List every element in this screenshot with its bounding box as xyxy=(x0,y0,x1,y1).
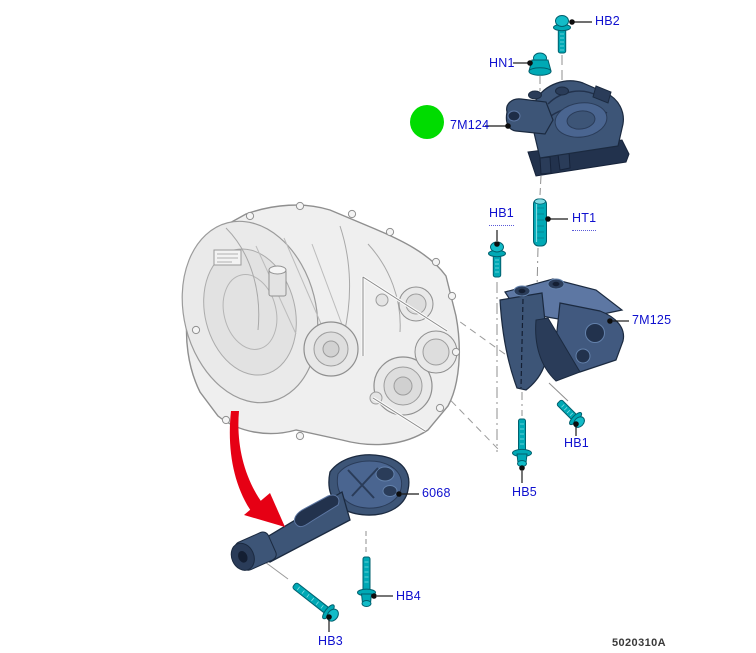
label-hb2[interactable]: HB2 xyxy=(595,14,620,28)
label-6068[interactable]: 6068 xyxy=(422,486,451,500)
figure-code: 5020310A xyxy=(612,637,666,649)
label-hb5[interactable]: HB5 xyxy=(512,485,537,499)
label-hb1-lower[interactable]: HB1 xyxy=(564,436,589,450)
bolt-hb1-upper[interactable] xyxy=(488,241,506,278)
part-mount-bracket-7m125[interactable] xyxy=(499,278,625,391)
label-hb3[interactable]: HB3 xyxy=(318,634,343,648)
label-hb4[interactable]: HB4 xyxy=(396,589,421,603)
label-hb1-upper[interactable]: HB1 xyxy=(489,207,514,226)
highlight-circle[interactable] xyxy=(410,105,444,139)
red-arrow xyxy=(229,411,285,527)
leader-lines xyxy=(326,19,629,632)
part-engine-mount-7m124[interactable] xyxy=(505,80,630,177)
bolt-hb2[interactable] xyxy=(553,15,571,54)
nut-hn1[interactable] xyxy=(528,52,552,76)
position-indicator-lines xyxy=(361,275,448,433)
stud-ht1[interactable] xyxy=(533,198,547,247)
label-ht1[interactable]: HT1 xyxy=(572,212,597,231)
label-7m125[interactable]: 7M125 xyxy=(632,313,672,327)
bolt-hb3[interactable] xyxy=(289,578,342,625)
bolt-hb4[interactable] xyxy=(357,556,376,607)
part-roll-restrictor-6068[interactable] xyxy=(227,454,410,575)
label-hn1[interactable]: HN1 xyxy=(489,56,515,70)
bolt-hb5[interactable] xyxy=(512,418,532,467)
bolt-hb1-lower[interactable] xyxy=(553,396,588,431)
label-7m124[interactable]: 7M124 xyxy=(450,118,490,132)
transmission-drawing xyxy=(181,201,461,446)
